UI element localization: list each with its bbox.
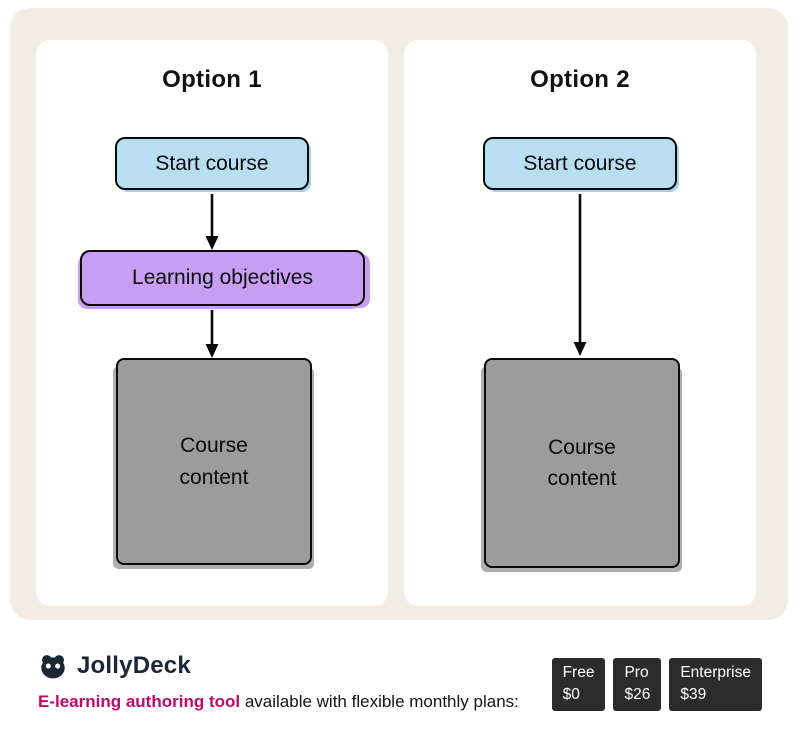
node-label: Start course	[155, 151, 269, 175]
plan-name: Pro	[624, 664, 649, 681]
footer: JollyDeck E-learning authoring tool avai…	[0, 620, 800, 739]
node-label: Learning objectives	[132, 266, 313, 289]
arrow-down-icon	[205, 194, 219, 250]
node-label: Start course	[523, 151, 637, 175]
brand-name: JollyDeck	[77, 652, 191, 679]
node-label: Course content	[547, 435, 617, 491]
plan-price: $39	[680, 685, 707, 703]
plan-badge-enterprise[interactable]: Enterprise $39	[669, 658, 762, 711]
arrow-down-icon	[573, 194, 587, 356]
plan-price: $0	[562, 685, 580, 703]
option-1-title: Option 1	[162, 66, 262, 93]
arrow-down-icon	[205, 310, 219, 358]
course-content-node-option-2: Course content	[484, 358, 680, 568]
plan-name: Free	[562, 664, 595, 681]
plan-price: $26	[624, 685, 651, 703]
plan-badge-pro[interactable]: Pro $26	[613, 658, 662, 711]
start-course-node-option-2: Start course	[483, 137, 677, 190]
jollydeck-logo[interactable]: JollyDeck	[38, 652, 191, 680]
option-2-title: Option 2	[530, 66, 630, 93]
option-2-panel: Option 2 Start course Course content	[404, 40, 756, 606]
plan-name: Enterprise	[680, 664, 751, 681]
diagram-board: Option 1 Start course Learning objective…	[10, 8, 788, 620]
tagline: E-learning authoring tool available with…	[38, 692, 519, 712]
jollydeck-mask-icon	[41, 654, 65, 678]
option-1-panel: Option 1 Start course Learning objective…	[36, 40, 388, 606]
start-course-node-option-1: Start course	[115, 137, 309, 190]
plan-badge-free[interactable]: Free $0	[551, 658, 606, 711]
tagline-highlight: E-learning authoring tool	[38, 692, 241, 711]
tagline-rest: available with flexible monthly plans:	[240, 692, 519, 711]
node-label: Course content	[179, 434, 249, 489]
learning-objectives-node: Learning objectives	[80, 250, 365, 306]
pricing-badges: Free $0 Pro $26 Enterprise $39	[551, 658, 762, 711]
course-content-node-option-1: Course content	[116, 358, 312, 565]
